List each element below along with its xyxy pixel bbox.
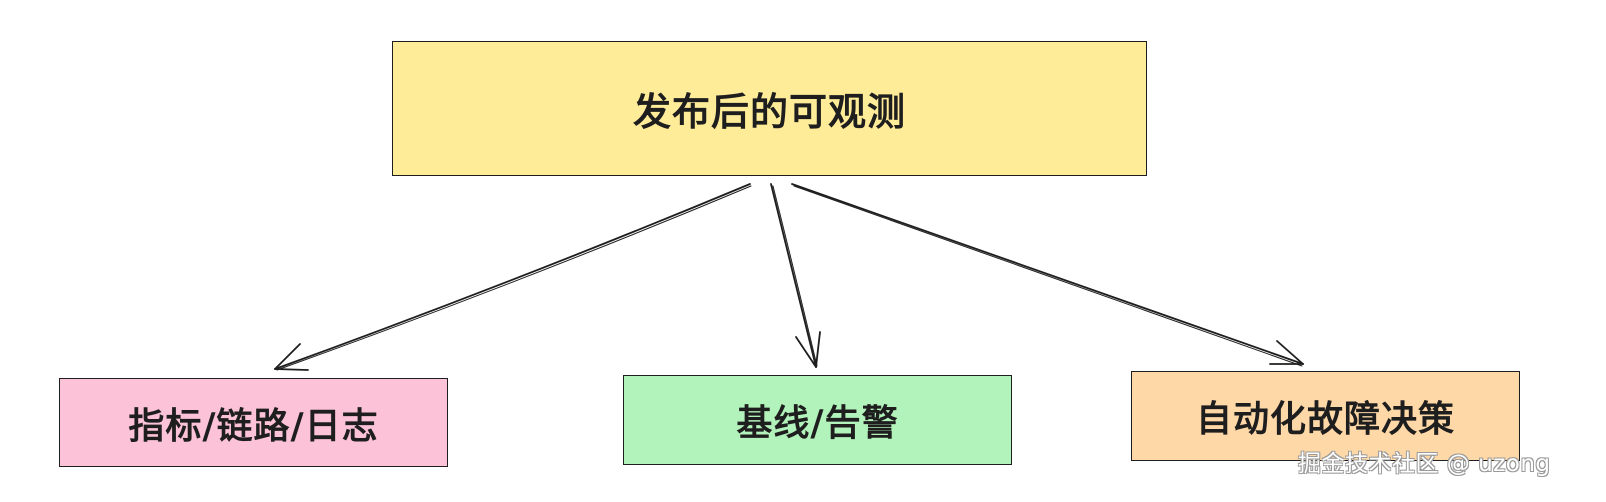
node-automated-fault-decision: 自动化故障决策: [1131, 371, 1520, 461]
watermark-text: 掘金技术社区 @ uzong: [1298, 451, 1551, 477]
node-auto-label: 自动化故障决策: [1195, 399, 1455, 440]
node-baseline-alerts: 基线/告警: [623, 375, 1012, 465]
node-metrics-tracing-logs: 指标/链路/日志: [59, 378, 448, 467]
node-root-label: 发布后的可观测: [632, 90, 906, 134]
node-metrics-label: 指标/链路/日志: [128, 405, 379, 447]
node-root-post-release-observability: 发布后的可观测: [392, 41, 1147, 176]
arrow-root-to-baseline: [770, 183, 821, 368]
node-baseline-label: 基线/告警: [736, 403, 899, 444]
arrow-root-to-auto: [791, 183, 1304, 367]
arrow-root-to-metrics: [274, 183, 752, 371]
